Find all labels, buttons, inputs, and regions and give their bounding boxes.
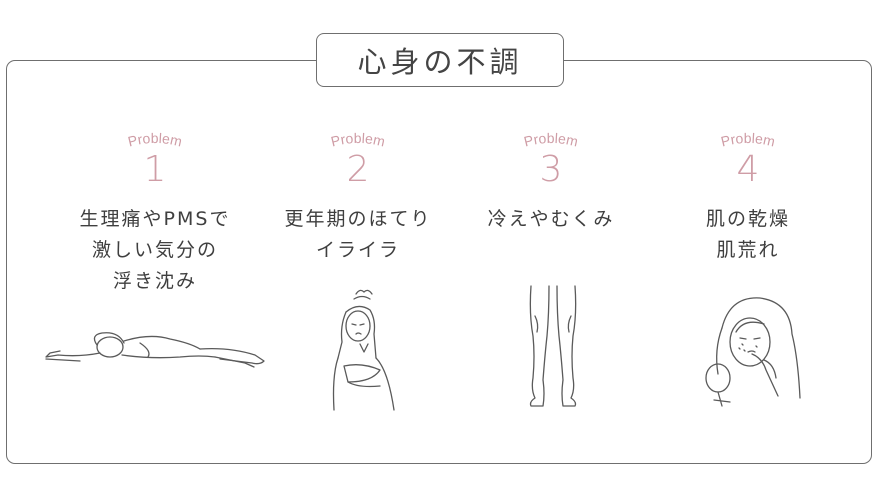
description-line: 更年期のほてり [284, 208, 432, 230]
svg-text:Problem: Problem [329, 130, 386, 150]
problem-label-arc: Problem [329, 130, 386, 150]
problem-card-3: Problem 3 冷えやむくみ [446, 128, 656, 235]
description-line: 肌の乾燥 [705, 208, 790, 230]
problem-description: 更年期のほてり イライラ [253, 204, 463, 266]
problem-label-arc: Problem [522, 130, 579, 150]
legs-illustration [523, 284, 583, 410]
section-title: 心身の不調 [357, 45, 523, 79]
svg-text:Problem: Problem [126, 130, 183, 150]
problem-description: 冷えやむくみ [446, 204, 656, 235]
description-line: 浮き沈み [112, 270, 197, 292]
title-box: 心身の不調 [316, 33, 564, 87]
description-line: イライラ [315, 239, 400, 261]
problem-description: 肌の乾燥 肌荒れ [643, 204, 853, 266]
problem-number: 1 [143, 149, 167, 190]
description-line: 肌荒れ [716, 239, 780, 261]
lying-woman-illustration [40, 325, 270, 373]
problem-label: Problem [126, 130, 183, 150]
problem-label: Problem [522, 130, 579, 150]
problem-number: 4 [736, 149, 760, 190]
problem-label-arc: Problem [719, 130, 776, 150]
svg-text:Problem: Problem [522, 130, 579, 150]
problem-label: Problem [329, 130, 386, 150]
mirror-woman-illustration [692, 288, 816, 416]
irritated-woman-illustration [318, 286, 412, 414]
problem-card-1: Problem 1 生理痛やPMSで 激しい気分の 浮き沈み [50, 128, 260, 297]
description-line: 生理痛やPMSで [79, 208, 231, 230]
problem-description: 生理痛やPMSで 激しい気分の 浮き沈み [50, 204, 260, 297]
description-line: 激しい気分の [91, 239, 218, 261]
problem-label-arc: Problem [126, 130, 183, 150]
description-line: 冷えやむくみ [487, 208, 615, 230]
problem-card-4: Problem 4 肌の乾燥 肌荒れ [643, 128, 853, 266]
problem-card-2: Problem 2 更年期のほてり イライラ [253, 128, 463, 266]
problem-label: Problem [719, 130, 776, 150]
problem-number: 3 [539, 149, 563, 190]
problem-number: 2 [346, 149, 370, 190]
svg-text:Problem: Problem [719, 130, 776, 150]
